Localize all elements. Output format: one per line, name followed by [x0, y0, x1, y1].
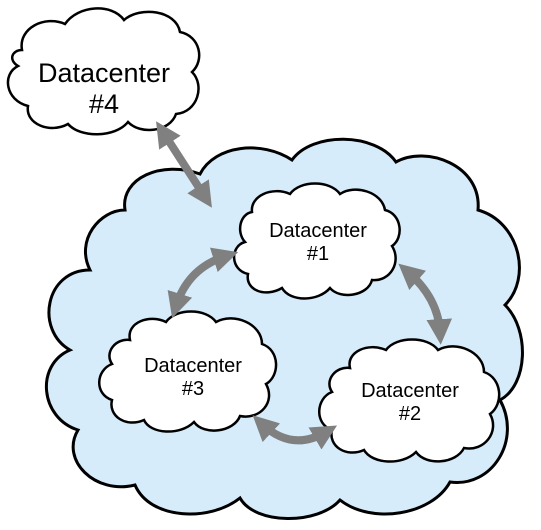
arrow-dc4-dc1: [156, 121, 212, 208]
datacenter-1-name: Datacenter: [269, 220, 367, 242]
datacenter-2-number: #2: [398, 403, 422, 425]
datacenter-1-number: #1: [306, 243, 330, 265]
datacenter-4-number: #4: [88, 89, 120, 119]
datacenter-3-number: #3: [181, 378, 205, 400]
datacenter-2-label: Datacenter #2: [361, 380, 459, 426]
datacenter-3-name: Datacenter: [144, 355, 242, 377]
datacenter-4-name: Datacenter: [37, 57, 171, 88]
datacenter-4-label: Datacenter #4: [38, 58, 170, 120]
datacenter-2-name: Datacenter: [361, 380, 459, 402]
datacenter-3-label: Datacenter #3: [144, 355, 242, 401]
arrow-dc3-dc1: [167, 247, 239, 319]
arrow-dc2-dc3: [252, 415, 338, 450]
datacenter-4-cloud: [6, 7, 201, 136]
arrow-dc1-dc2: [398, 263, 453, 345]
datacenter-1-label: Datacenter #1: [269, 220, 367, 266]
